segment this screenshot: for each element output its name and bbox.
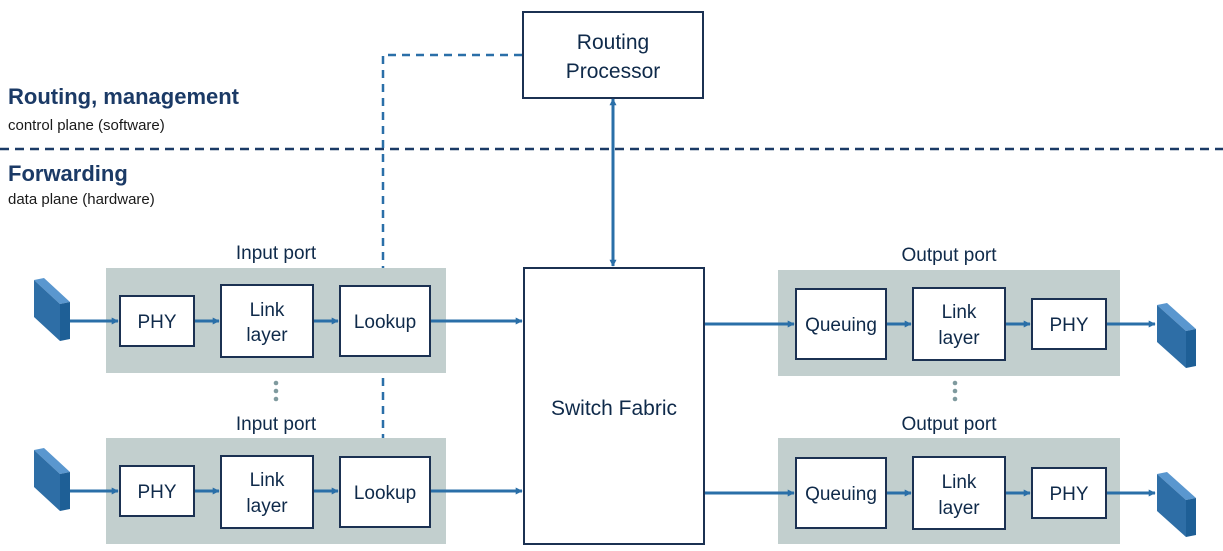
input-bottom-link-box [220,455,314,529]
network-link-icon [34,448,70,511]
switch-fabric-box [523,267,705,545]
output-bottom-phy-label: PHY [1049,484,1088,505]
output-bottom-link-label-1: Link [942,472,977,493]
input-top-link-label-1: Link [250,300,285,321]
control-plane-title: Routing, management [8,84,240,109]
input-top-phy-label: PHY [137,312,176,333]
switch-fabric-label: Switch Fabric [551,397,677,420]
output-top-link-box [912,287,1006,361]
output-top-queuing-label: Queuing [805,315,877,336]
input-bottom-phy-box [119,465,195,517]
network-link-icon [34,278,70,341]
input-port-top-title: Input port [236,243,317,264]
input-bottom-lookup-box [339,456,431,528]
network-link-icon [1157,472,1196,537]
input-bottom-lookup-label: Lookup [354,483,416,504]
output-bottom-phy-box [1031,467,1107,519]
input-top-link-label-2: layer [246,325,288,346]
routing-processor-box [522,11,704,99]
data-plane-subtitle: data plane (hardware) [8,191,155,208]
network-link-icon [1157,303,1196,368]
output-bottom-queuing-box [795,457,887,529]
output-bottom-queuing-label: Queuing [805,484,877,505]
output-port-bottom-title: Output port [901,414,997,435]
output-top-link-label-2: layer [938,328,980,349]
input-top-phy-box [119,295,195,347]
output-top-link-label-1: Link [942,302,977,323]
routing-processor-label-line2: Processor [566,60,661,83]
input-top-link-box [220,284,314,358]
input-top-lookup-label: Lookup [354,312,416,333]
output-bottom-link-box [912,456,1006,530]
input-top-lookup-box [339,285,431,357]
forwarding-table-dashed-line [381,53,522,455]
output-top-queuing-box [795,288,887,360]
input-bottom-link-label-1: Link [250,470,285,491]
data-plane-title: Forwarding [8,161,128,186]
output-port-top-title: Output port [901,245,997,266]
output-bottom-link-label-2: layer [938,498,980,519]
vertical-ellipsis-icon [273,380,279,402]
output-top-phy-label: PHY [1049,315,1088,336]
control-plane-subtitle: control plane (software) [8,117,165,134]
input-bottom-link-label-2: layer [246,496,288,517]
input-bottom-phy-label: PHY [137,482,176,503]
output-top-phy-box [1031,298,1107,350]
routing-processor-label-line1: Routing [577,31,649,54]
vertical-ellipsis-icon [952,380,958,402]
input-port-bottom-title: Input port [236,414,317,435]
